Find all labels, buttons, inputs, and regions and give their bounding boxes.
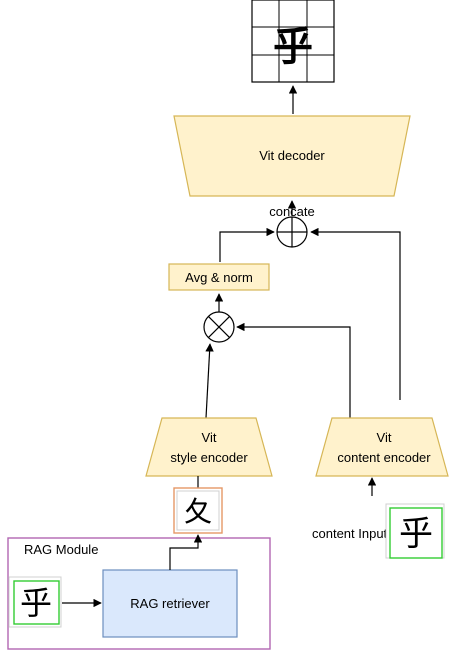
arrow-content-to-concat — [310, 227, 401, 400]
content-encoder-label-1: Vit — [377, 430, 392, 445]
style-encoder-block — [145, 417, 273, 477]
content-input-image: 乎 — [385, 503, 445, 559]
output-image: 乎 — [251, 0, 335, 83]
arrow-content-to-multiply — [236, 322, 351, 418]
arrow-style-to-multiply — [205, 343, 214, 419]
rag-module-label: RAG Module — [24, 542, 98, 557]
vit-decoder-label: Vit decoder — [259, 148, 325, 163]
content-input-label: content Input — [312, 526, 388, 541]
concat-node — [276, 216, 308, 248]
rag-input-image: 乎 — [8, 576, 62, 628]
rag-module-box — [7, 537, 271, 650]
vit-decoder-block — [173, 115, 411, 197]
content-encoder-block — [315, 417, 449, 477]
style-encoder-label-2: style encoder — [170, 450, 248, 465]
arrow-retriever-to-stylechar — [169, 534, 203, 570]
content-input-char: 乎 — [399, 514, 433, 554]
rag-retriever-label: RAG retriever — [130, 596, 210, 611]
style-encoder-label-1: Vit — [202, 430, 217, 445]
multiply-node — [203, 311, 235, 343]
style-char: 夂 — [184, 495, 212, 528]
arrow-avgnorm-to-concat — [219, 227, 275, 262]
style-char-image: 夂 — [173, 487, 223, 534]
rag-input-char: 乎 — [20, 584, 52, 622]
avg-norm-label: Avg & norm — [185, 270, 253, 285]
content-encoder-label-2: content encoder — [337, 450, 431, 465]
avg-norm-block — [168, 263, 270, 291]
output-char: 乎 — [273, 23, 313, 70]
rag-retriever-block — [102, 569, 238, 638]
